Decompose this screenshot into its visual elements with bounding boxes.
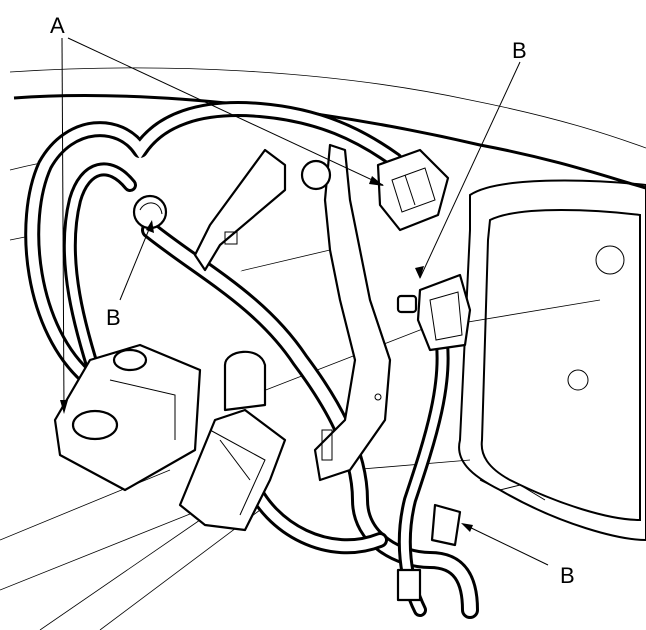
callout-label-b-top: B [512,38,527,63]
connector-center-large [178,350,287,532]
callout-label-b-right: B [560,563,575,588]
side-cover-panel [458,179,646,542]
callout-leaders [60,37,549,566]
connector-a-lower [53,343,202,492]
mounting-bracket [193,143,392,482]
connector-b-right [396,273,472,352]
wire-harness-center [141,221,479,619]
clip-b-lower [396,503,462,602]
callout-label-b-left: B [106,305,121,330]
callout-label-a: A [50,13,65,38]
connector-a-upper [376,148,450,232]
clip-b-left [132,194,168,230]
